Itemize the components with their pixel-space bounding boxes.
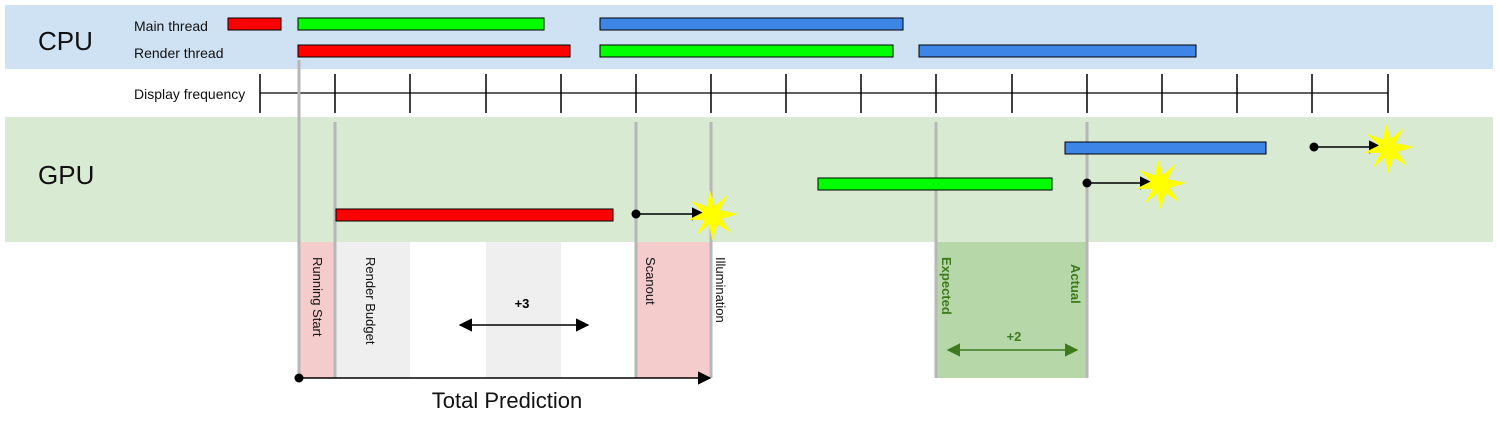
render-budget-label: Render Budget [363,257,378,345]
total-prediction-label: Total Prediction [432,388,582,413]
illumination-star-icon [688,190,738,241]
gpu-frame-red [335,208,614,222]
scanout-region [636,242,711,378]
render-thread-frame-blue [918,44,1197,58]
total-prediction-arrow [294,371,712,385]
main-thread-label: Main thread [134,18,208,34]
cpu-label: CPU [38,26,93,56]
main-thread-frame-green [297,17,545,31]
prediction-offset-region [486,242,561,378]
render-thread-frame-green [599,44,894,58]
running-start-region [299,242,335,378]
gpu-lane-background [5,117,1493,242]
scanout-arrow-green [1082,176,1154,190]
main-thread-frame-blue [599,17,904,31]
scanout-arrow-blue [1309,140,1383,154]
actual-label: Actual [1068,264,1083,304]
render-thread-label: Render thread [134,45,224,61]
scanout-arrow-red [631,207,706,221]
illumination-star-icon [1364,123,1414,174]
latency-offset-value: +2 [1007,329,1022,344]
latency-region [936,242,1087,378]
render-thread-frame-red [297,44,571,58]
display-frequency-timeline [259,74,1389,113]
cpu-lane-background [5,5,1493,69]
prediction-offset-value: +3 [515,296,530,311]
expected-label: Expected [939,257,954,315]
gpu-frame-green [817,177,1053,191]
gpu-label: GPU [38,160,94,190]
illumination-star-icon [1136,159,1186,210]
scanout-label: Scanout [643,257,658,305]
main-thread-frame-red [227,17,282,31]
running-start-label: Running Start [310,257,325,337]
render-budget-region [335,242,410,378]
phase-guide-lines [297,60,1089,378]
gpu-frame-blue [1064,141,1267,155]
display-frequency-label: Display frequency [134,86,245,102]
illumination-label: Illumination [713,257,728,323]
